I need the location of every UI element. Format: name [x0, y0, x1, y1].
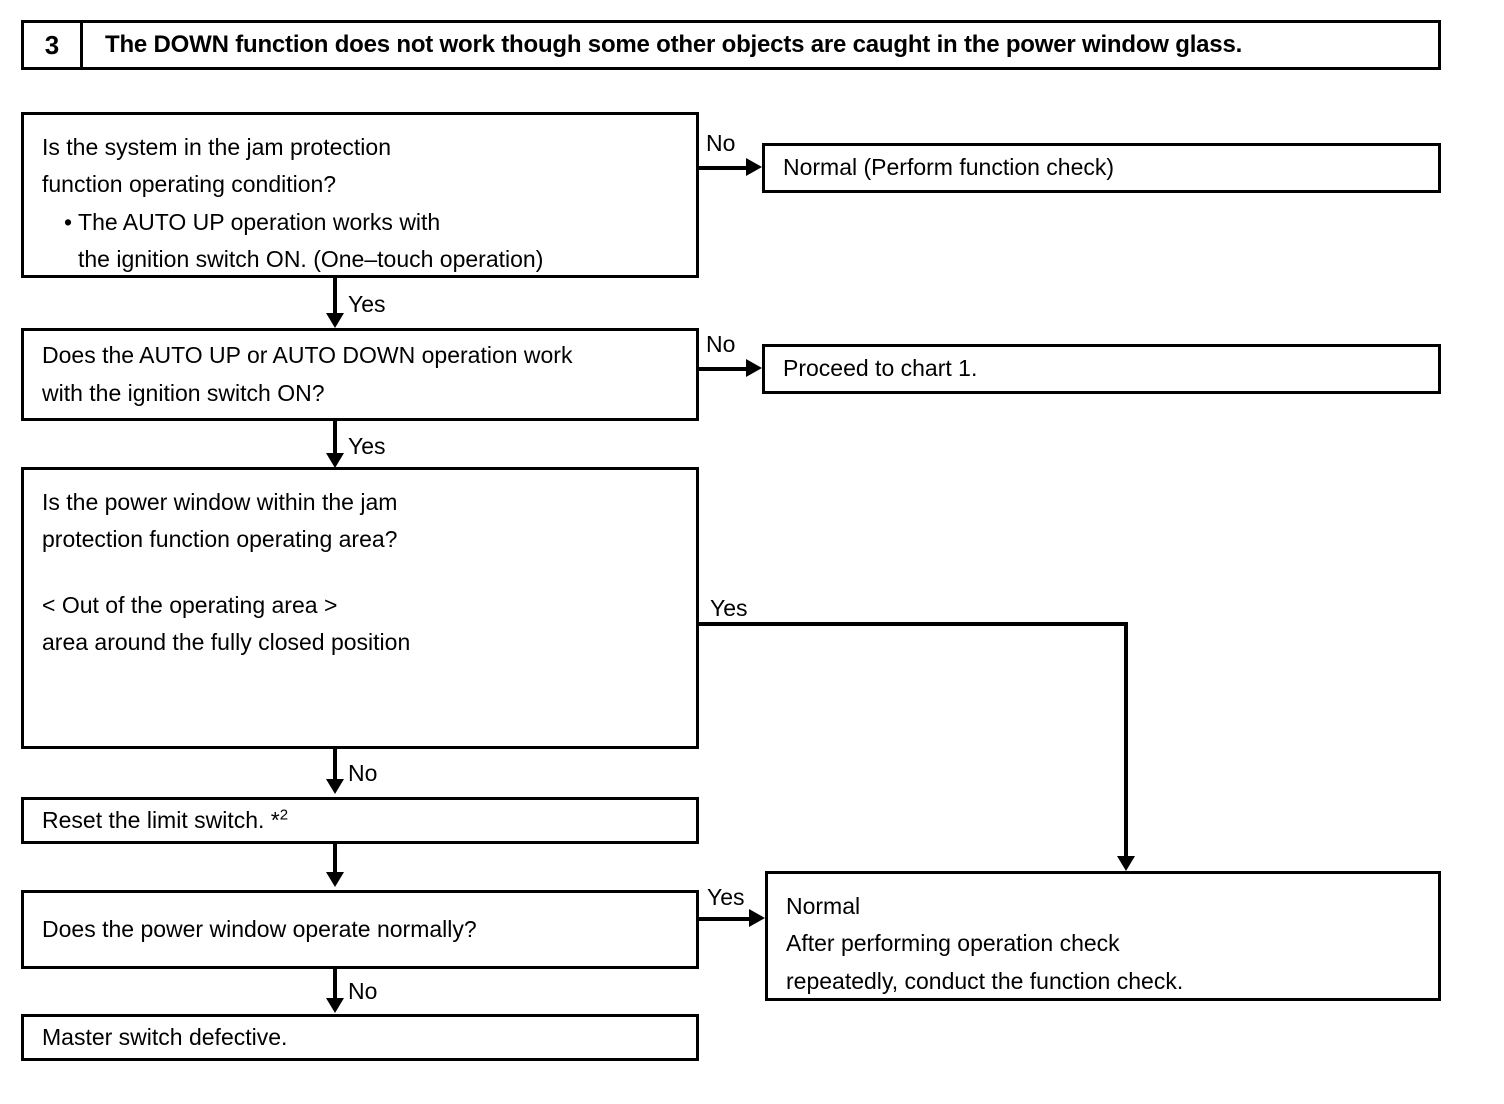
node-reset-text: Reset the limit switch. *2 [42, 802, 696, 839]
connector-q3-yes-arrowhead [1117, 856, 1135, 871]
node-q3-spacer [42, 559, 696, 587]
connector-q2-yes-arrowhead [326, 453, 344, 468]
edge-label-q2-no: No [706, 331, 736, 357]
connector-q1-yes-line [333, 278, 337, 315]
edge-label-q4-yes: Yes [707, 884, 745, 910]
node-chart1-text: Proceed to chart 1. [783, 355, 978, 382]
node-q2-line1: Does the AUTO UP or AUTO DOWN operation … [42, 342, 573, 369]
node-q3-line2: protection function operating area? [42, 526, 398, 553]
node-question-auto-up-down-works[interactable]: Does the AUTO UP or AUTO DOWN operation … [21, 328, 699, 421]
connector-reset-to-q4-arrowhead [326, 872, 344, 887]
node-result-master-switch-defective[interactable]: Master switch defective. [21, 1014, 699, 1061]
connector-q4-yes-arrowhead [749, 909, 765, 927]
edge-label-q4-no: No [348, 978, 378, 1004]
node-question-jam-protection-condition[interactable]: Is the system in the jam protection func… [21, 112, 699, 278]
node-reset-label: Reset the limit switch. * [42, 806, 280, 833]
node-q4-text: Does the power window operate normally? [42, 915, 477, 942]
node-q3-line4: area around the fully closed position [42, 628, 411, 655]
chart-header: 3 The DOWN function does not work though… [21, 20, 1441, 70]
edge-label-q3-no: No [348, 760, 378, 786]
connector-q3-yes-vline [1124, 622, 1128, 858]
edge-label-q3-yes: Yes [710, 595, 748, 621]
node-result-normal-perform-function-check[interactable]: Normal (Perform function check) [762, 143, 1441, 193]
connector-q2-no-arrowhead [746, 359, 762, 377]
connector-q1-yes-arrowhead [326, 313, 344, 328]
chart-number: 3 [24, 23, 83, 67]
connector-q3-no-line [333, 749, 337, 781]
node-normal2-line3: repeatedly, conduct the function check. [786, 967, 1184, 994]
edge-label-q2-yes: Yes [348, 433, 386, 459]
node-reset-footnote: 2 [279, 806, 289, 824]
node-q2-line2: with the ignition switch ON? [42, 379, 325, 406]
node-result-proceed-to-chart-1[interactable]: Proceed to chart 1. [762, 344, 1441, 394]
node-q1-line2: function operating condition? [42, 171, 337, 198]
node-q1-line3: • The AUTO UP operation works with [64, 208, 441, 235]
node-result-normal-after-operation-check[interactable]: Normal After performing operation check … [765, 871, 1441, 1001]
connector-q3-yes-hline [699, 622, 1128, 626]
node-q1-line4: the ignition switch ON. (One–touch opera… [78, 245, 544, 272]
edge-label-q1-yes: Yes [348, 291, 386, 317]
connector-q3-no-arrowhead [326, 779, 344, 794]
node-master-text: Master switch defective. [42, 1023, 288, 1050]
node-q1-line1: Is the system in the jam protection [42, 134, 391, 160]
node-question-within-operating-area[interactable]: Is the power window within the jam prote… [21, 467, 699, 749]
connector-q1-no-arrowhead [746, 158, 762, 176]
node-normal2-line2: After performing operation check [786, 930, 1120, 957]
connector-q4-no-arrowhead [326, 998, 344, 1013]
node-question-operates-normally[interactable]: Does the power window operate normally? [21, 890, 699, 969]
connector-q4-no-line [333, 969, 337, 1000]
connector-q2-no-line [699, 367, 748, 371]
connector-q1-no-line [699, 166, 748, 170]
node-q3-line1: Is the power window within the jam [42, 489, 398, 515]
node-normal2-line1: Normal [786, 893, 861, 919]
node-action-reset-limit-switch[interactable]: Reset the limit switch. *2 [21, 797, 699, 844]
node-q3-line3: < Out of the operating area > [42, 591, 338, 618]
connector-q2-yes-line [333, 421, 337, 455]
connector-reset-to-q4-line [333, 844, 337, 874]
page-title: The DOWN function does not work though s… [105, 31, 1243, 58]
connector-q4-yes-line [699, 917, 751, 921]
node-normal1-text: Normal (Perform function check) [783, 154, 1115, 181]
edge-label-q1-no: No [706, 130, 736, 156]
